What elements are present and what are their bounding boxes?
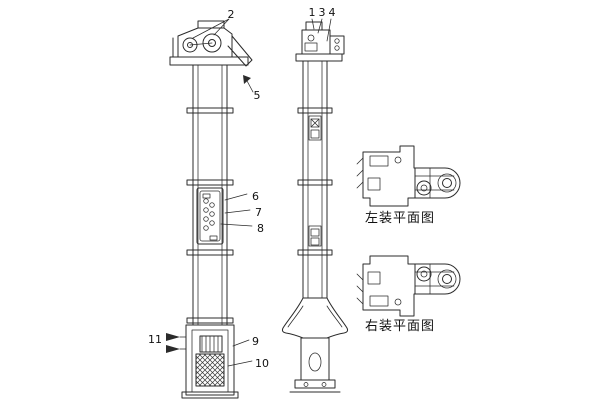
side-platform	[295, 53, 343, 62]
arrow-11-upper	[166, 333, 180, 341]
head-platform	[169, 56, 249, 66]
leader-1	[311, 18, 315, 30]
callout-5: 5	[254, 89, 261, 102]
leader-5	[245, 78, 254, 93]
flange	[297, 107, 333, 114]
leader-6	[224, 193, 248, 201]
leader-10	[227, 360, 253, 367]
callout-4: 4	[329, 6, 336, 19]
leader-2	[192, 18, 230, 39]
leader-8	[220, 223, 253, 227]
side-view	[281, 21, 349, 393]
callout-3: 3	[319, 6, 326, 19]
flange	[186, 107, 234, 114]
plan-view-left	[356, 145, 461, 207]
side-boot	[300, 337, 330, 381]
flange	[297, 179, 333, 186]
mount-bracket	[362, 145, 416, 207]
flange	[186, 179, 234, 186]
inspection-door	[196, 187, 224, 245]
callout-8: 8	[257, 222, 264, 235]
plan-view-right	[356, 255, 461, 317]
side-base	[294, 379, 336, 389]
mount-bracket	[362, 255, 416, 317]
caption-left-plan: 左装平面图	[365, 211, 435, 226]
head-sheave-large	[202, 33, 222, 53]
callout-9: 9	[252, 335, 259, 348]
arrow-11-lower	[166, 345, 180, 353]
boot-window	[199, 335, 223, 353]
callout-2: 2	[228, 8, 235, 21]
head-sheave-small	[182, 37, 198, 53]
drive-body	[414, 167, 461, 199]
callout-6: 6	[252, 190, 259, 203]
leader-7	[224, 209, 251, 214]
callout-leaders	[179, 18, 332, 367]
callout-10: 10	[255, 357, 269, 370]
head-cap	[197, 20, 225, 29]
drive-body	[414, 263, 461, 295]
flange	[186, 317, 234, 324]
leader-4	[326, 18, 332, 42]
chute-arrow	[243, 75, 251, 84]
callout-7: 7	[255, 206, 262, 219]
bucket-chain	[203, 198, 215, 231]
discharge-chute	[227, 35, 253, 67]
head-housing	[177, 27, 233, 58]
door-latch-upper	[308, 115, 322, 141]
boot-flare	[281, 297, 349, 339]
side-head-housing	[301, 29, 331, 55]
leader-3	[317, 18, 323, 34]
leader-11	[179, 336, 187, 350]
front-view	[169, 20, 253, 399]
door-latch-lower	[308, 225, 322, 247]
flange	[186, 249, 234, 256]
caption-right-plan: 右装平面图	[365, 319, 435, 334]
callout-1: 1	[309, 6, 316, 19]
callout-11: 11	[148, 333, 162, 346]
leader-9	[232, 339, 250, 347]
boot-casing	[185, 324, 235, 396]
boot-base	[181, 391, 239, 399]
boot-screen	[195, 353, 225, 387]
flange	[297, 249, 333, 256]
bucket	[308, 352, 322, 372]
